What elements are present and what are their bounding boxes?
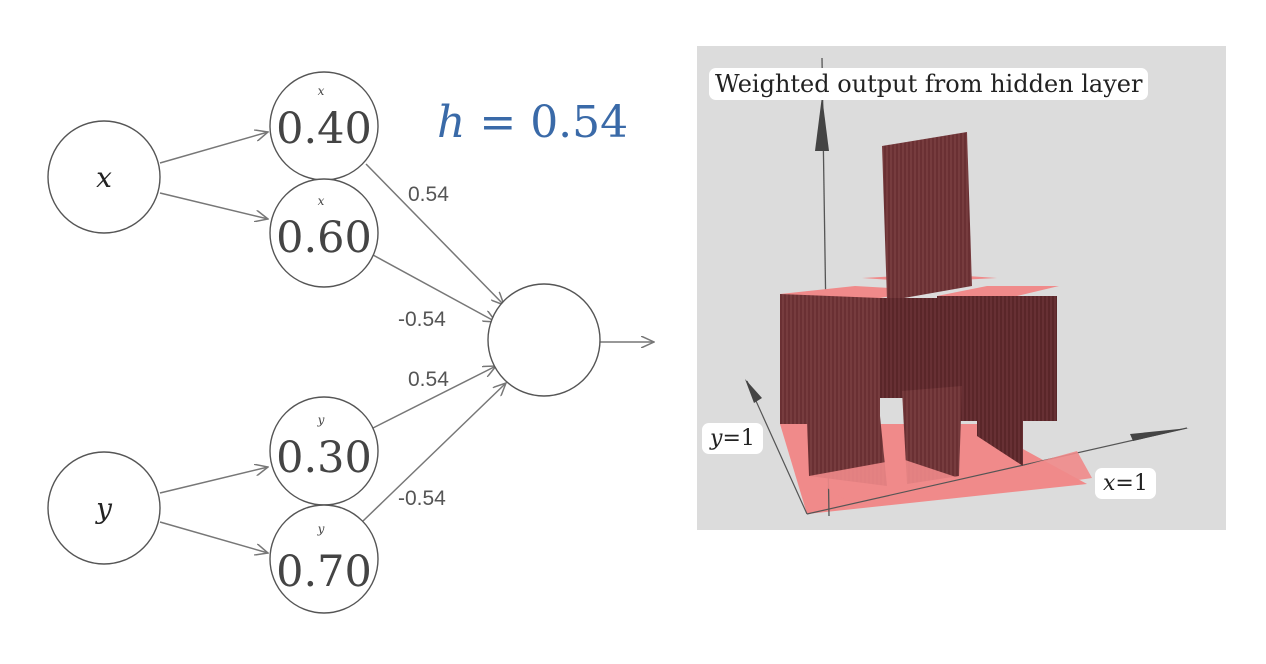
plot-title: Weighted output from hidden layer (709, 68, 1149, 100)
hidden-node-1: x 0.40 (269, 71, 379, 181)
surface-side-center (880, 298, 937, 398)
edge-y-to-h3 (159, 467, 268, 494)
surface-peak-top (882, 134, 965, 146)
edge-h1-to-out (365, 163, 504, 305)
h-label-value: 0.54 (530, 97, 628, 148)
hidden-node-2: x 0.60 (269, 178, 379, 288)
y-axis-label-var: y (710, 426, 723, 451)
surface-floor-front (809, 459, 959, 501)
surface-peak-side (882, 132, 972, 301)
surface-leg-mid (902, 386, 962, 484)
surface-top-right (937, 286, 1059, 296)
weight-label-4: -0.54 (398, 487, 446, 510)
input-node-x: x (47, 120, 161, 234)
h-label-var: h (437, 97, 465, 148)
hidden-node-3-value: 0.30 (276, 433, 372, 483)
hidden-node-1-value: 0.40 (276, 104, 372, 154)
edge-x-to-h2 (159, 192, 268, 219)
hidden-node-4-value: 0.70 (276, 547, 372, 597)
h-label-eq: = (465, 97, 530, 148)
edge-x-to-h1 (159, 132, 268, 164)
hidden-node-1-input: x (318, 84, 325, 98)
hidden-node-4: y 0.70 (269, 504, 379, 614)
hidden-node-2-input: x (318, 194, 325, 208)
edge-h2-to-out (372, 254, 496, 322)
weight-label-3: 0.54 (408, 368, 449, 391)
y-axis-arrow (745, 379, 762, 403)
hidden-node-2-value: 0.60 (276, 213, 372, 263)
surface-side-left (780, 294, 880, 424)
z-axis-arrow (815, 96, 829, 151)
weight-label-1: 0.54 (408, 183, 449, 206)
edge-y-to-h4 (159, 521, 268, 553)
y-axis (746, 380, 808, 515)
hidden-node-3: y 0.30 (269, 396, 379, 506)
x-axis (806, 427, 1188, 515)
edge-h3-to-out (372, 366, 496, 429)
h-label: h = 0.54 (437, 97, 628, 148)
weight-label-2: -0.54 (398, 308, 446, 331)
input-node-x-label: x (96, 161, 112, 194)
y-axis-label: y=1 (702, 423, 763, 454)
output-node (487, 283, 601, 397)
surface-leg-right (977, 391, 1023, 466)
surface-plot (745, 57, 1189, 517)
x-axis-label: x=1 (1095, 468, 1156, 499)
surface-floor-right (1023, 451, 1092, 486)
input-node-y: y (47, 451, 161, 565)
y-axis-label-value: =1 (722, 426, 755, 451)
x-axis-label-var: x (1103, 471, 1116, 496)
edge-h4-to-out (362, 383, 506, 522)
hidden-node-3-input: y (317, 413, 325, 427)
weighted-output-plot[interactable]: Weighted output from hidden layer y=1 x=… (697, 46, 1226, 530)
x-axis-arrow (1130, 428, 1189, 441)
x-axis-label-value: =1 (1115, 471, 1148, 496)
hidden-node-4-input: y (317, 522, 325, 536)
network-diagram: x y x 0.40 x 0.60 y 0.30 y 0.70 0.54 -0.… (47, 71, 700, 614)
input-node-y-label: y (94, 492, 113, 525)
